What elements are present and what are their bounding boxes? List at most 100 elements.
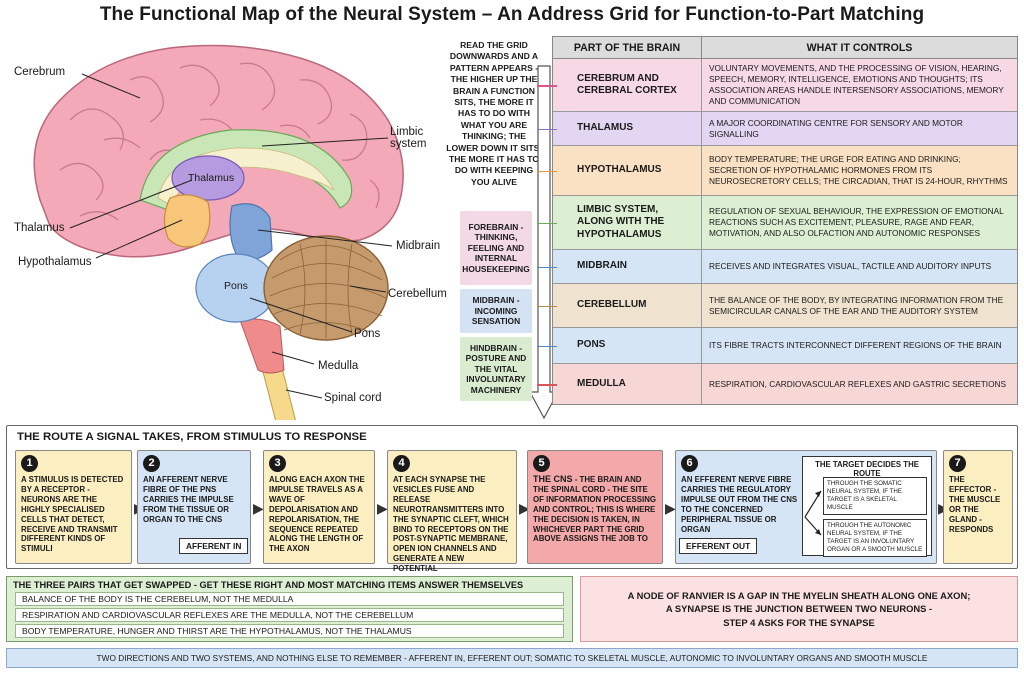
- afferent-in-tag: AFFERENT IN: [179, 538, 249, 554]
- function-cell: BODY TEMPERATURE; THE URGE FOR EATING AN…: [709, 154, 1008, 186]
- step-text: THE EFFECTOR - THE MUSCLE OR THE GLAND -…: [949, 475, 1001, 534]
- brain-part-cell: CEREBELLUM: [537, 284, 702, 327]
- function-cell: RESPIRATION, CARDIOVASCULAR REFLEXES AND…: [709, 378, 1007, 389]
- brain-part-cell: PONS: [537, 328, 702, 363]
- step-number: 1: [21, 455, 38, 472]
- pair-item: RESPIRATION AND CARDIOVASCULAR REFLEXES …: [15, 608, 564, 622]
- swapped-pairs-panel: THE THREE PAIRS THAT GET SWAPPED - GET T…: [6, 576, 573, 642]
- arrow-right-icon: ▶: [519, 500, 530, 516]
- ranvier-note: A NODE OF RANVIER IS A GAP IN THE MYELIN…: [580, 576, 1018, 642]
- step-number: 4: [393, 455, 410, 472]
- band-midbrain: MIDBRAIN - INCOMING SENSATION: [460, 289, 532, 333]
- thalamus-shape: [171, 155, 245, 201]
- reading-note: READ THE GRID DOWNWARDS AND A PATTERN AP…: [446, 40, 542, 187]
- label-thalamus: Thalamus: [14, 222, 65, 234]
- step-text: AN EFFERENT NERVE FIBRE CARRIES THE REGU…: [681, 475, 798, 534]
- label-hypothalamus: Hypothalamus: [18, 256, 92, 268]
- footer-summary: TWO DIRECTIONS AND TWO SYSTEMS, AND NOTH…: [6, 648, 1018, 668]
- table-header: PART OF THE BRAIN WHAT IT CONTROLS: [553, 37, 1017, 59]
- label-spinal-cord: Spinal cord: [324, 392, 382, 404]
- midbrain-shape: [229, 203, 273, 261]
- step-text: AN AFFERENT NERVE FIBRE OF THE PNS CARRI…: [143, 475, 234, 524]
- function-cell: A MAJOR COORDINATING CENTRE FOR SENSORY …: [709, 117, 963, 139]
- arrow-right-icon: ▶: [665, 500, 676, 516]
- connector-tick: [537, 305, 557, 307]
- brain-part-cell: MEDULLA: [537, 364, 702, 404]
- step-5: 5 THE CNS - THE BRAIN AND THE SPINAL COR…: [527, 450, 663, 564]
- band-hindbrain: HINDBRAIN - POSTURE AND THE VITAL INVOLU…: [460, 337, 532, 401]
- step-7: 7 THE EFFECTOR - THE MUSCLE OR THE GLAND…: [943, 450, 1013, 564]
- brain-function-table: PART OF THE BRAIN WHAT IT CONTROLS CEREB…: [537, 36, 1018, 405]
- efferent-out-tag: EFFERENT OUT: [679, 538, 758, 554]
- label-midbrain: Midbrain: [396, 240, 441, 252]
- ranvier-line-1: A NODE OF RANVIER IS A GAP IN THE MYELIN…: [627, 589, 971, 601]
- header-controls: WHAT IT CONTROLS: [806, 41, 913, 54]
- medulla-shape: [239, 318, 285, 374]
- pair-item: BALANCE OF THE BODY IS THE CEREBELUM, NO…: [15, 592, 564, 606]
- brain-part-cell: MIDBRAIN: [537, 250, 702, 283]
- brain-part-cell: HYPOTHALAMUS: [537, 146, 702, 195]
- step-number: 6: [681, 455, 698, 472]
- page-title: The Functional Map of the Neural System …: [99, 4, 925, 25]
- ranvier-line-3: STEP 4 ASKS FOR THE SYNAPSE: [723, 616, 875, 628]
- ranvier-line-2: A SYNAPSE IS THE JUNCTION BETWEEN TWO NE…: [665, 603, 933, 615]
- downward-arrow-icon: [528, 65, 560, 420]
- step-text: - THE BRAIN AND THE SPINAL CORD - THE SI…: [533, 475, 657, 544]
- connector-tick: [537, 85, 557, 87]
- connector-tick: [537, 266, 557, 268]
- step-number: 5: [533, 455, 550, 472]
- pair-item: BODY TEMPERATURE, HUNGER AND THIRST ARE …: [15, 624, 564, 638]
- label-thalamus-inner: Thalamus: [188, 172, 235, 184]
- signal-route-panel: THE ROUTE A SIGNAL TAKES, FROM STIMULUS …: [6, 425, 1018, 573]
- step-text: ALONG EACH AXON THE IMPULSE TRAVELS AS A…: [269, 475, 365, 554]
- table-row: PONS ITS FIBRE TRACTS INTERCONNECT DIFFER…: [537, 328, 1017, 364]
- step-3: 3 ALONG EACH AXON THE IMPULSE TRAVELS AS…: [263, 450, 375, 564]
- function-cell: RECEIVES AND INTEGRATES VISUAL, TACTILE …: [709, 261, 992, 271]
- hypothalamus-shape: [163, 194, 211, 248]
- step-text: AT EACH SYNAPSE THE VESICLES FUSE AND RE…: [393, 475, 509, 574]
- step-number: 7: [949, 455, 966, 472]
- label-cerebrum: Cerebrum: [14, 66, 66, 78]
- target-route-box: THE TARGET DECIDES THE ROUTE THROUGH THE…: [802, 456, 932, 557]
- step-number: 2: [143, 455, 160, 472]
- connector-tick: [537, 222, 557, 224]
- table-row: MIDBRAIN RECEIVES AND INTEGRATES VISUAL, …: [537, 250, 1017, 284]
- label-pons-inner: Pons: [224, 280, 248, 292]
- label-pons: Pons: [354, 328, 381, 340]
- step-4: 4 AT EACH SYNAPSE THE VESICLES FUSE AND …: [387, 450, 517, 573]
- brain-part-cell: THALAMUS: [537, 112, 702, 145]
- function-cell: VOLUNTARY MOVEMENTS, AND THE PROCESSING …: [709, 63, 1004, 106]
- brain-illustration: [33, 44, 404, 420]
- arrow-right-icon: ▶: [377, 500, 388, 516]
- pairs-title: THE THREE PAIRS THAT GET SWAPPED - GET T…: [13, 580, 524, 590]
- function-cell: THE BALANCE OF THE BODY, BY INTEGRATING …: [709, 294, 1004, 316]
- connector-tick: [537, 128, 557, 130]
- step-1: 1 A STIMULUS IS DETECTED BY A RECEPTOR -…: [15, 450, 132, 564]
- function-cell: REGULATION OF SEXUAL BEHAVIOUR, THE EXPR…: [709, 206, 1004, 238]
- connector-tick: [537, 384, 557, 386]
- brain-part-cell: LIMBIC SYSTEM, ALONG WITH THE HYPOTHALAM…: [537, 196, 702, 249]
- header-part: PART OF THE BRAIN: [553, 37, 702, 58]
- spinal-cord-shape: [261, 367, 296, 420]
- branch-arrows-icon: [804, 490, 822, 536]
- table-row: THALAMUS A MAJOR COORDINATING CENTRE FOR …: [537, 112, 1017, 146]
- brain-part-cell: CEREBRUM AND CEREBRAL CORTEX: [537, 59, 702, 111]
- step-text-bold: THE CNS: [533, 474, 573, 484]
- target-autonomic: THROUGH THE AUTONOMIC NEURAL SYSTEM, IF …: [823, 519, 927, 557]
- label-limbic-system: Limbic system: [390, 126, 427, 150]
- step-text: A STIMULUS IS DETECTED BY A RECEPTOR - N…: [21, 475, 124, 554]
- label-medulla: Medulla: [318, 360, 359, 372]
- table-row: CEREBELLUM THE BALANCE OF THE BODY, BY IN…: [537, 284, 1017, 328]
- table-row: MEDULLA RESPIRATION, CARDIOVASCULAR REFLE…: [537, 364, 1017, 404]
- table-row: LIMBIC SYSTEM, ALONG WITH THE HYPOTHALAM…: [537, 196, 1017, 250]
- connector-tick: [537, 170, 557, 172]
- connector-tick: [537, 345, 557, 347]
- step-number: 3: [269, 455, 286, 472]
- arrow-right-icon: ▶: [253, 500, 264, 516]
- function-cell: ITS FIBRE TRACTS INTERCONNECT DIFFERENT …: [709, 340, 1002, 350]
- route-title: THE ROUTE A SIGNAL TAKES, FROM STIMULUS …: [17, 431, 367, 443]
- band-forebrain: FOREBRAIN - THINKING, FEELING AND INTERN…: [460, 211, 532, 285]
